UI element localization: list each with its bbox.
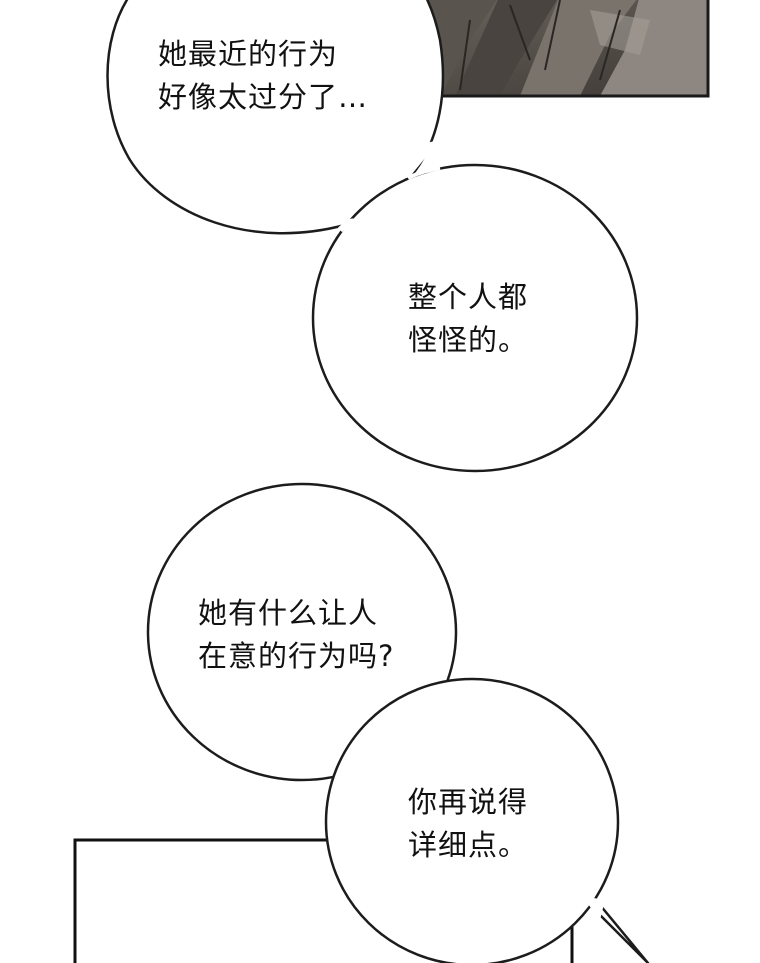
- bubble-3-line-1: 她有什么让人: [198, 596, 379, 630]
- bubble-2-line-1: 整个人都: [408, 280, 529, 314]
- bubble-1-line-2: 好像太过分了…: [158, 80, 369, 114]
- speech-bubble-1: [106, 0, 445, 235]
- bubble-1-line-1: 她最近的行为: [158, 37, 339, 71]
- speech-bubble-4: [324, 677, 650, 963]
- speech-bubble-3: [146, 482, 458, 782]
- bubble-4-text: 你再说得 详细点。: [408, 781, 528, 867]
- bubble-1-text: 她最近的行为 好像太过分了…: [158, 33, 368, 119]
- bubble-2-text: 整个人都 怪怪的。: [408, 276, 528, 362]
- bubble-2-line-2: 怪怪的。: [408, 323, 529, 357]
- speech-bubble-2: [311, 163, 639, 473]
- bubble-4-line-1: 你再说得: [408, 785, 529, 819]
- bubble-3-line-2: 在意的行为吗?: [198, 639, 395, 673]
- bubble-4-line-2: 详细点。: [408, 828, 529, 862]
- bubble-3-text: 她有什么让人 在意的行为吗?: [198, 592, 394, 678]
